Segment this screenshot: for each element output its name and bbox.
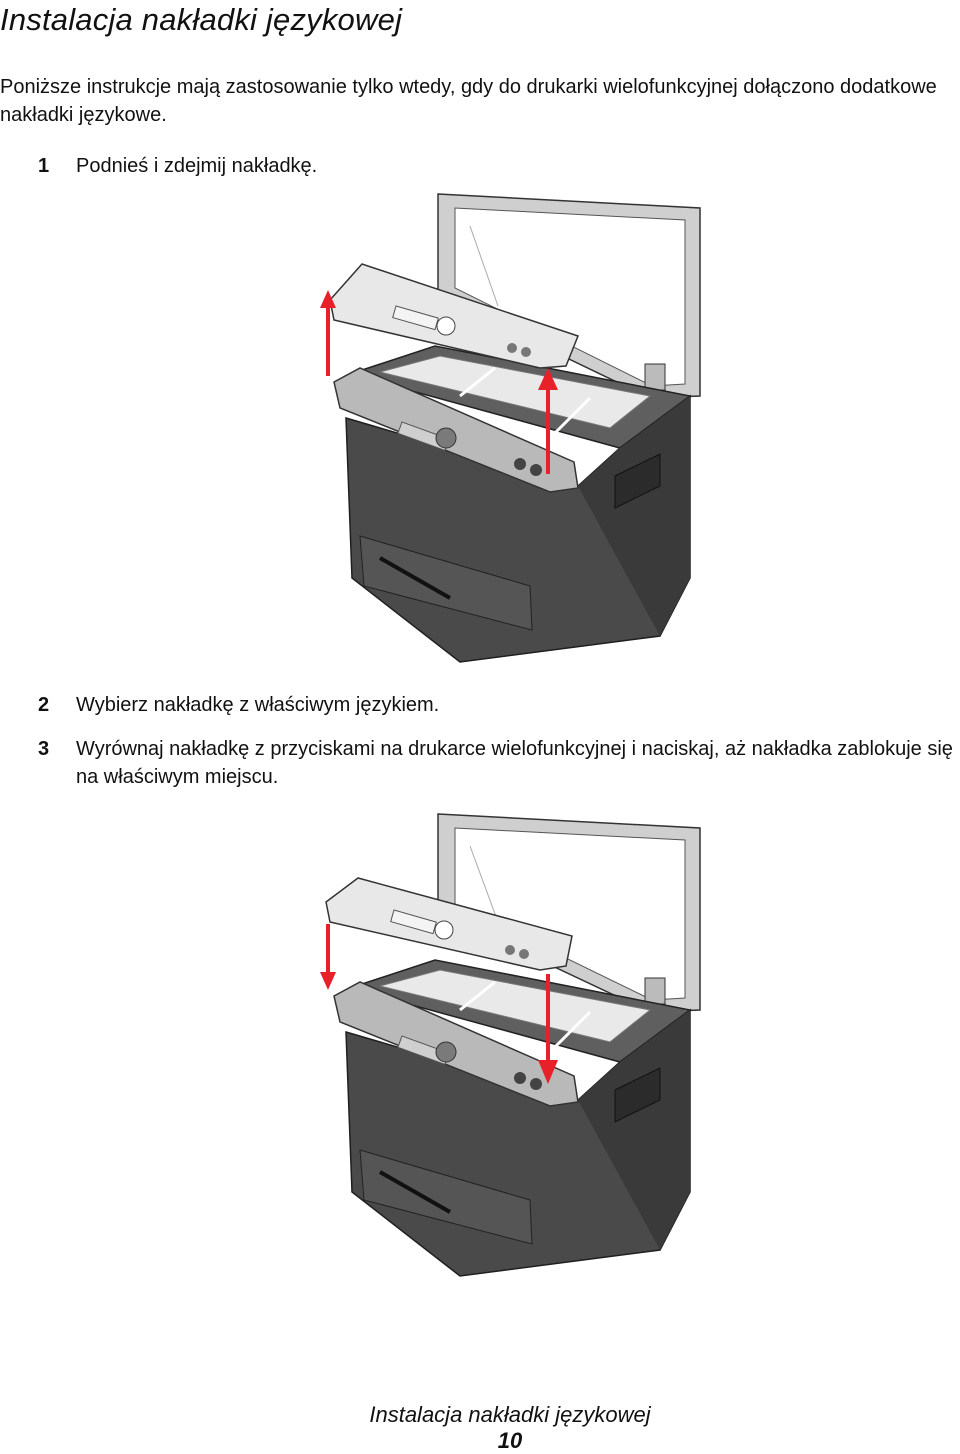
- page-number: 10: [497, 1428, 523, 1453]
- printer-illustration: [329, 193, 701, 663]
- step-text: Podnieś i zdejmij nakładkę.: [76, 155, 318, 177]
- step-number: 3: [38, 738, 50, 760]
- arrow-up-icon: [320, 290, 558, 474]
- arrow-down-icon: [320, 924, 558, 1084]
- printer-illustration: [325, 813, 701, 1277]
- page-title: Instalacja nakładki językowej: [0, 2, 403, 37]
- step-number: 1: [38, 155, 50, 177]
- step-text: Wyrównaj nakładkę z przyciskami na druka…: [76, 738, 953, 788]
- footer-title: Instalacja nakładki językowej: [369, 1402, 651, 1427]
- figure-remove-overlay: [320, 193, 701, 663]
- intro-paragraph: Poniższe instrukcje mają zastosowanie ty…: [0, 76, 937, 126]
- step-number: 2: [38, 694, 50, 716]
- figure-install-overlay: [320, 813, 701, 1277]
- step-text: Wybierz nakładkę z właściwym językiem.: [76, 694, 440, 716]
